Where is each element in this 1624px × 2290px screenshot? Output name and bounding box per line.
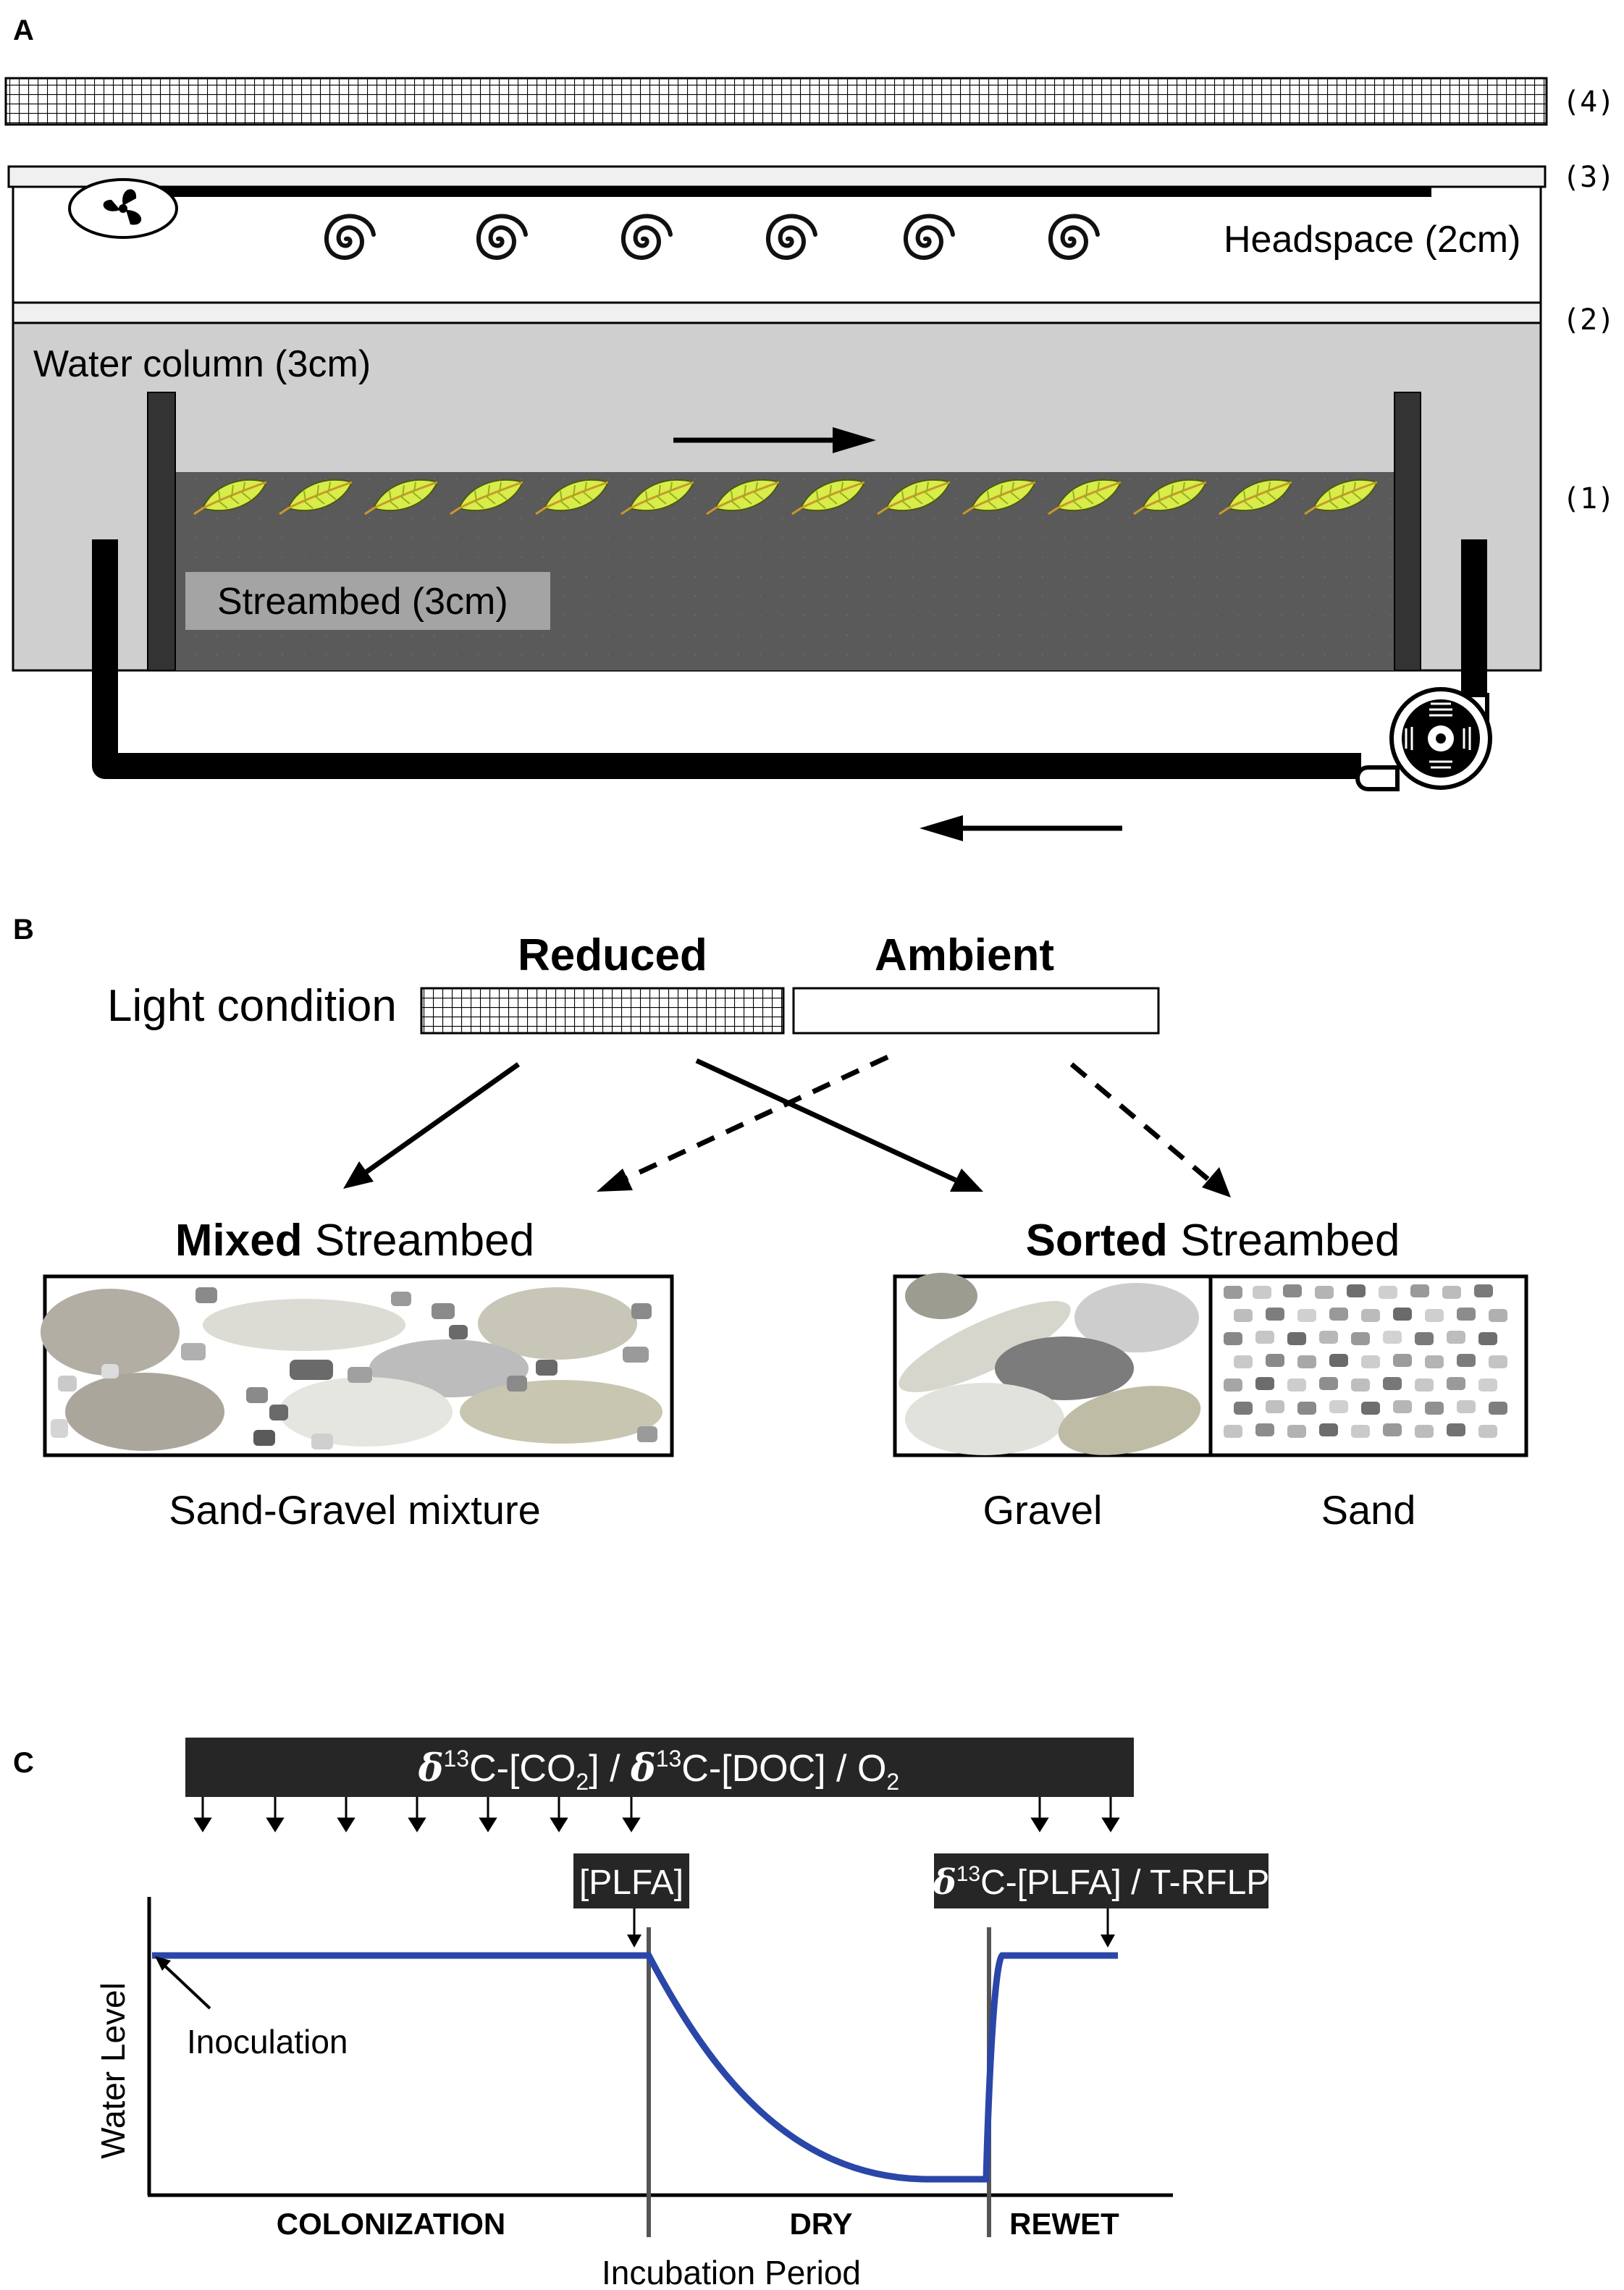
plfa-box [573, 1853, 689, 1908]
phase-colonization: COLONIZATION [277, 2207, 506, 2241]
pump-icon [1355, 687, 1492, 791]
label-1: (1) [1562, 482, 1615, 515]
panel-b: B Reduced Ambient Light condition Mixed … [13, 914, 1528, 1533]
plfa-trflp-label: δ13C-[PLFA] / T-RFLP [933, 1862, 1270, 1903]
sand-caption: Sand [1321, 1487, 1416, 1533]
reduced-to-mixed-arrow [353, 1062, 521, 1182]
ambient-to-sorted-arrow [1069, 1062, 1211, 1182]
headspace-bar [127, 187, 1431, 197]
reduced-light-bar [420, 987, 785, 1035]
ambient-label: Ambient [875, 930, 1054, 980]
ambient-light-bar [792, 987, 1160, 1035]
mixture-caption: Sand-Gravel mixture [169, 1487, 541, 1533]
water-level-line [152, 1952, 1118, 2183]
arrow-left-icon [920, 815, 1122, 841]
sampling-ticks [193, 1797, 1120, 1832]
phase-rewet: REWET [1009, 2207, 1119, 2241]
plfa-trflp-box [934, 1853, 1269, 1908]
inoculation-pointer [159, 1961, 211, 2010]
streambed [175, 472, 1394, 670]
ambient-to-mixed-arrow [621, 1054, 889, 1183]
label-2: (2) [1562, 303, 1615, 337]
label-4: (4) [1562, 85, 1615, 119]
x-axis-label: Incubation Period [602, 2254, 861, 2290]
mixed-streambed-box [41, 1274, 674, 1457]
headspace [12, 185, 1542, 304]
sorted-streambed-box [893, 1273, 1528, 1457]
lid [7, 165, 1547, 188]
panel-c: C δ13C-[CO2] / δ13C-[DOC] / O2 [PLFA] δ1… [13, 1738, 1269, 2290]
mixed-streambed-title: Mixed Streambed [175, 1216, 534, 1266]
label-3: (3) [1562, 161, 1615, 194]
sand-grains [1224, 1284, 1507, 1438]
inoculation-label: Inoculation [187, 2023, 348, 2060]
headspace-label: Headspace (2cm) [1224, 219, 1520, 261]
fan-icon [68, 178, 178, 239]
panel-a: A (4) (3) Headspace (2cm) [4, 14, 1615, 841]
phase-dry: DRY [789, 2207, 852, 2241]
shade-mesh [4, 77, 1548, 126]
flume-wall-left [147, 392, 176, 671]
panel-c-letter: C [13, 1747, 34, 1779]
recirculation-pipe [92, 539, 1361, 779]
panel-b-letter: B [13, 914, 34, 946]
flume-wall-right [1394, 392, 1421, 671]
plfa-label: [PLFA] [579, 1864, 683, 1902]
measurement-bar-label: δ13C-[CO2] / δ13C-[DOC] / O2 [418, 1746, 899, 1795]
measurement-bar [185, 1738, 1134, 1797]
streambed-label-box [185, 572, 550, 630]
arrow-right-icon [673, 427, 876, 453]
streambed-label: Streambed (3cm) [217, 581, 508, 623]
water-column-label: Water column (3cm) [33, 343, 371, 385]
divider-plate [12, 301, 1542, 324]
reduced-label: Reduced [518, 930, 707, 980]
panel-a-letter: A [13, 14, 34, 46]
sorted-streambed-title: Sorted Streambed [1026, 1216, 1400, 1266]
reduced-to-sorted-arrow [695, 1058, 957, 1183]
light-condition-label: Light condition [107, 981, 397, 1031]
treatment-arrows [343, 1054, 1231, 1197]
y-axis-label: Water Level [94, 1982, 132, 2159]
gravel-caption: Gravel [983, 1487, 1103, 1533]
